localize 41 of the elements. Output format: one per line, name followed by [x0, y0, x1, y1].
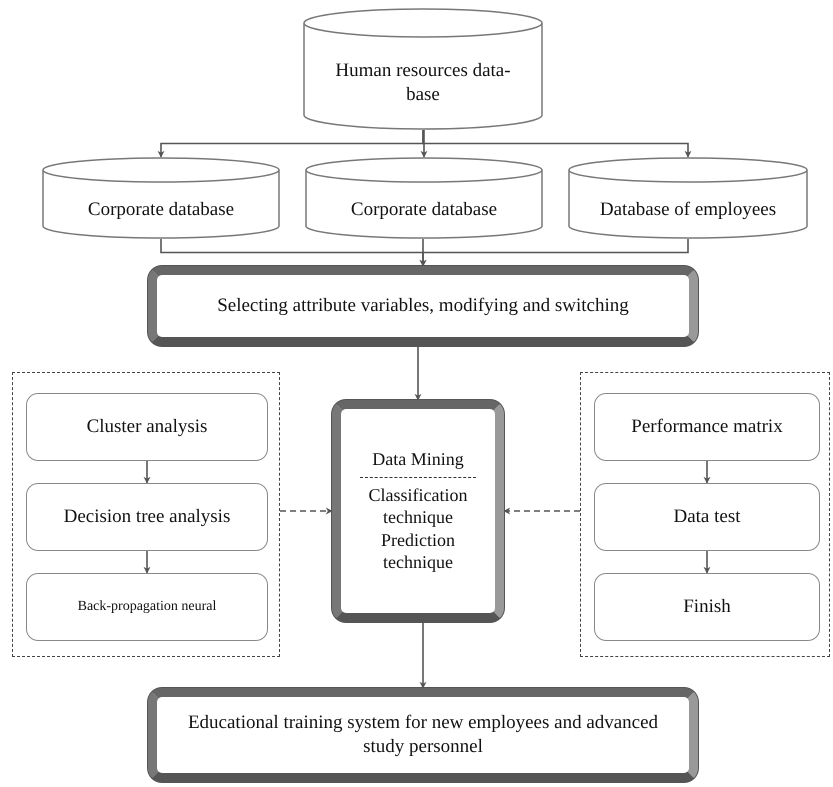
- step-box: [26, 483, 268, 551]
- arrow: [704, 551, 710, 574]
- process-box: [148, 688, 698, 782]
- node-label: Data test: [673, 505, 740, 529]
- node-label: Data Mining: [372, 448, 464, 471]
- database-cylinder: [568, 157, 808, 239]
- node-label: Educational training system for new employees and advanced study personnel: [186, 711, 660, 759]
- database-cylinder: [303, 8, 543, 130]
- arrow: [503, 508, 580, 514]
- node-label: Corporate database: [88, 198, 234, 222]
- node-label: Cluster analysis: [86, 415, 208, 439]
- node-label: Performance matrix: [631, 415, 783, 439]
- arrow: [144, 551, 150, 574]
- step-box: [594, 483, 820, 551]
- process-box: [148, 266, 698, 346]
- database-cylinder: [305, 157, 543, 239]
- node-label: Database of employees: [600, 198, 776, 222]
- arrow: [414, 346, 422, 401]
- node-label: Classification technique: [368, 484, 468, 529]
- arrow: [280, 508, 333, 514]
- step-box: [26, 393, 268, 461]
- node-label: Human resources data-base: [334, 59, 512, 107]
- node-label: Selecting attribute variables, modifying and switching: [217, 294, 629, 318]
- arrow: [704, 461, 710, 484]
- arrow: [420, 130, 428, 158]
- step-box: [594, 393, 820, 461]
- node-label: Finish: [683, 595, 731, 619]
- node-label: Corporate database: [350, 198, 498, 222]
- node-label: Prediction technique: [380, 528, 456, 574]
- step-box: [594, 573, 820, 641]
- node-label: Decision tree analysis: [64, 505, 230, 529]
- arrow: [144, 461, 150, 484]
- dashed-group-box: [580, 372, 830, 657]
- arrow: [420, 622, 426, 689]
- step-box: [26, 573, 268, 641]
- database-cylinder: [42, 157, 280, 239]
- node-label: Back-propagation neural: [78, 598, 216, 616]
- arrow: [420, 239, 689, 267]
- dashed-group-box: [12, 372, 280, 657]
- process-box: [332, 400, 504, 622]
- arrow: [422, 130, 692, 158]
